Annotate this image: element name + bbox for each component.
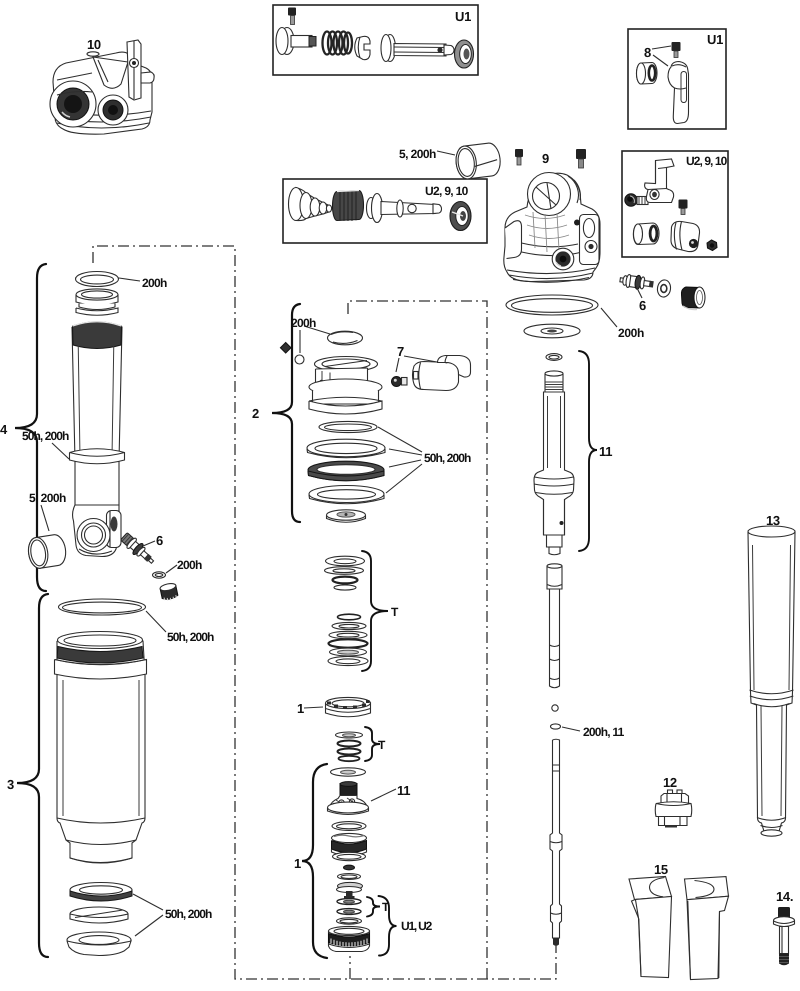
svg-text:8: 8: [644, 45, 651, 60]
svg-text:50h, 200h: 50h, 200h: [167, 630, 214, 644]
svg-text:200h: 200h: [142, 276, 167, 290]
svg-text:12: 12: [663, 775, 677, 790]
svg-text:T: T: [391, 605, 399, 619]
svg-text:50h, 200h: 50h, 200h: [165, 907, 212, 921]
svg-text:15: 15: [654, 862, 668, 877]
svg-text:U2, 9, 10: U2, 9, 10: [686, 154, 728, 168]
svg-text:13: 13: [766, 513, 780, 528]
svg-text:50h, 200h: 50h, 200h: [22, 429, 69, 443]
svg-text:3: 3: [7, 777, 14, 792]
svg-text:11: 11: [397, 783, 410, 798]
svg-text:U1: U1: [707, 32, 723, 47]
svg-text:200h: 200h: [618, 326, 644, 340]
svg-text:11: 11: [599, 444, 612, 459]
svg-text:200h, 11: 200h, 11: [583, 725, 625, 739]
svg-text:T: T: [382, 900, 390, 914]
svg-text:6: 6: [639, 298, 646, 313]
svg-text:U1, U2: U1, U2: [401, 919, 433, 933]
svg-text:7: 7: [397, 344, 404, 359]
svg-text:1: 1: [294, 856, 301, 871]
svg-text:U2, 9, 10: U2, 9, 10: [425, 184, 469, 198]
svg-text:4: 4: [0, 422, 8, 437]
svg-text:200h: 200h: [291, 316, 316, 330]
svg-text:6: 6: [156, 533, 163, 548]
svg-text:14.: 14.: [776, 889, 793, 904]
svg-text:200h: 200h: [177, 558, 202, 572]
svg-text:9: 9: [542, 151, 549, 166]
svg-text:2: 2: [252, 406, 259, 421]
svg-text:T: T: [378, 738, 386, 752]
svg-text:10: 10: [87, 37, 101, 52]
svg-text:5, 200h: 5, 200h: [29, 491, 66, 505]
svg-text:5, 200h: 5, 200h: [399, 147, 436, 161]
svg-text:50h, 200h: 50h, 200h: [424, 451, 471, 465]
svg-text:U1: U1: [455, 9, 471, 24]
svg-text:1: 1: [297, 701, 304, 716]
